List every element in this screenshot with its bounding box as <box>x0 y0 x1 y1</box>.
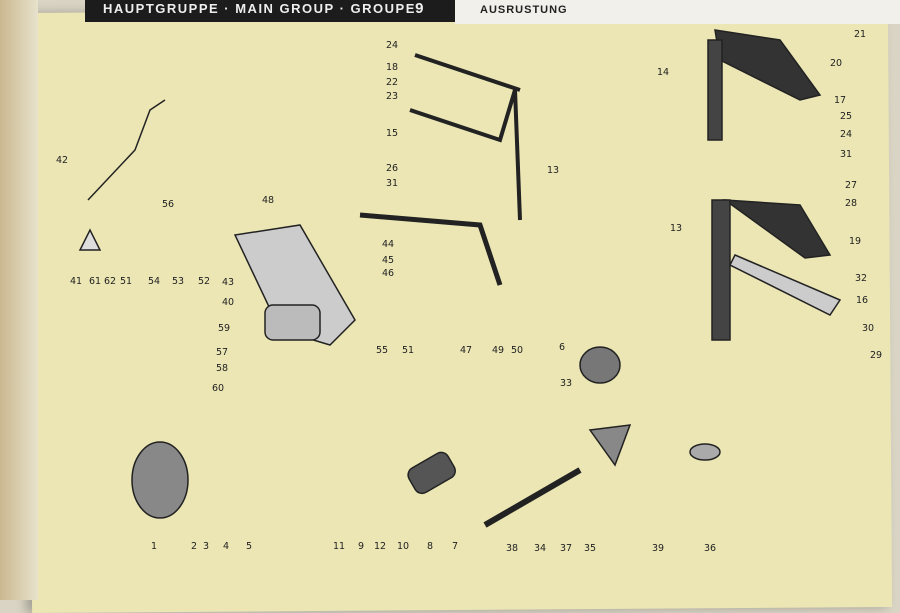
part-number-label: 8 <box>427 541 433 552</box>
part-number-label: 58 <box>216 363 228 374</box>
part-number-label: 44 <box>382 239 394 250</box>
part-number-label: 53 <box>172 276 184 287</box>
part-number-label: 62 <box>104 276 116 287</box>
part-number-label: 11 <box>333 541 345 552</box>
part-number-label: 45 <box>382 255 394 266</box>
part-number-label: 25 <box>840 111 852 122</box>
part-number-label: 24 <box>840 129 852 140</box>
part-number-label: 13 <box>670 223 682 234</box>
part-pivot-bottom <box>711 199 731 341</box>
part-number-label: 35 <box>584 543 596 554</box>
part-wiper-arm <box>87 99 166 201</box>
part-number-label: 55 <box>376 345 388 356</box>
part-number-label: 57 <box>216 347 228 358</box>
part-horn <box>131 441 189 519</box>
part-linkage <box>359 212 503 286</box>
part-number-label: 18 <box>386 62 398 73</box>
part-number-label: 28 <box>845 198 857 209</box>
part-number-label: 54 <box>148 276 160 287</box>
part-number-label: 48 <box>262 195 274 206</box>
section-header <box>455 0 900 24</box>
group-number: 9 <box>415 0 425 17</box>
part-number-label: 56 <box>162 199 174 210</box>
part-number-label: 40 <box>222 297 234 308</box>
part-number-label: 33 <box>560 378 572 389</box>
part-number-label: 60 <box>212 383 224 394</box>
parts <box>78 29 842 528</box>
part-number-label: 29 <box>870 350 882 361</box>
part-motor <box>264 304 321 341</box>
part-arm-right-bottom <box>722 199 832 259</box>
part-number-label: 21 <box>854 29 866 40</box>
part-blade <box>728 254 842 316</box>
part-number-label: 26 <box>386 163 398 174</box>
part-number-label: 37 <box>560 543 572 554</box>
group-header: HAUPTGRUPPE · MAIN GROUP · GROUPE 9 <box>85 0 455 22</box>
part-number-label: 9 <box>358 541 364 552</box>
part-number-label: 17 <box>834 95 846 106</box>
part-arm-right-top <box>714 29 822 101</box>
part-switch-6 <box>579 346 621 384</box>
part-number-label: 6 <box>559 342 565 353</box>
part-number-label: 30 <box>862 323 874 334</box>
part-number-label: 10 <box>397 541 409 552</box>
part-housing <box>588 424 632 467</box>
part-number-label: 41 <box>70 276 82 287</box>
part-number-label: 22 <box>386 77 398 88</box>
part-number-label: 59 <box>218 323 230 334</box>
part-number-label: 3 <box>203 541 209 552</box>
part-number-label: 39 <box>652 543 664 554</box>
part-number-label: 43 <box>222 277 234 288</box>
part-number-label: 52 <box>198 276 210 287</box>
part-number-label: 61 <box>89 276 101 287</box>
part-number-label: 47 <box>460 345 472 356</box>
part-wiper-arm-upper <box>409 53 522 221</box>
part-number-label: 1 <box>151 541 157 552</box>
part-number-label: 38 <box>506 543 518 554</box>
section-label: AUSRUSTUNG <box>480 4 568 16</box>
part-number-label: 20 <box>830 58 842 69</box>
part-number-label: 31 <box>840 149 852 160</box>
part-number-label: 23 <box>386 91 398 102</box>
part-number-label: 51 <box>402 345 414 356</box>
part-number-label: 14 <box>657 67 669 78</box>
part-switch-sleeve <box>407 451 456 495</box>
part-number-label: 16 <box>856 295 868 306</box>
part-number-label: 42 <box>56 155 68 166</box>
part-number-label: 27 <box>845 180 857 191</box>
part-number-label: 46 <box>382 268 394 279</box>
part-number-label: 51 <box>120 276 132 287</box>
part-knob <box>78 228 102 251</box>
part-number-label: 34 <box>534 543 546 554</box>
part-number-label: 5 <box>246 541 252 552</box>
part-cap <box>689 443 721 461</box>
part-number-label: 32 <box>855 273 867 284</box>
part-number-label: 12 <box>374 541 386 552</box>
part-number-label: 49 <box>492 345 504 356</box>
part-rod <box>483 467 582 528</box>
part-number-label: 19 <box>849 236 861 247</box>
part-number-label: 13 <box>547 165 559 176</box>
part-number-label: 7 <box>452 541 458 552</box>
group-label: HAUPTGRUPPE · MAIN GROUP · GROUPE <box>103 1 416 16</box>
part-number-label: 2 <box>191 541 197 552</box>
part-number-label: 31 <box>386 178 398 189</box>
part-number-label: 24 <box>386 40 398 51</box>
part-number-label: 36 <box>704 543 716 554</box>
part-number-label: 50 <box>511 345 523 356</box>
part-pivot-top <box>707 39 723 141</box>
page-edge <box>0 0 38 600</box>
part-number-label: 15 <box>386 128 398 139</box>
part-number-label: 4 <box>223 541 229 552</box>
